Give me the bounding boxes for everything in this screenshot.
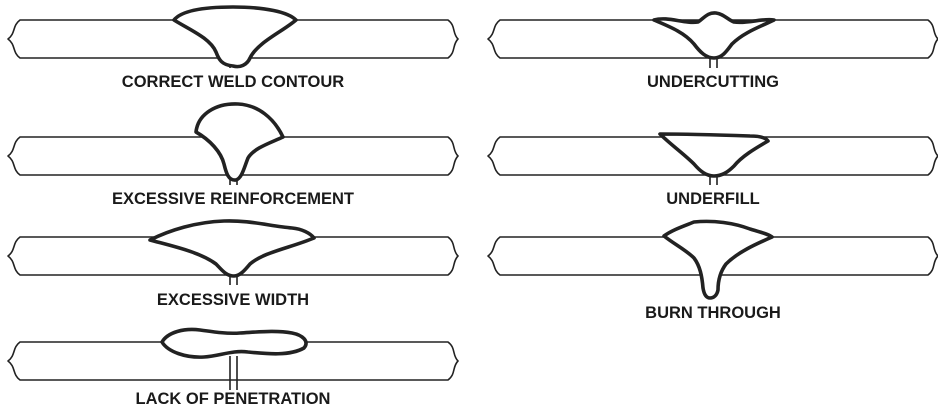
base-plates bbox=[7, 341, 459, 381]
weld-bead bbox=[194, 102, 285, 182]
panel-excessive-reinforcement: EXCESSIVE REINFORCEMENT bbox=[7, 102, 459, 208]
panel-label: BURN THROUGH bbox=[645, 304, 781, 322]
panel-undercutting: UNDERCUTTING bbox=[487, 11, 938, 91]
panel-lack-of-penetration: LACK OF PENETRATION bbox=[7, 327, 459, 408]
panel-label: UNDERFILL bbox=[666, 190, 760, 208]
panel-label: LACK OF PENETRATION bbox=[136, 390, 331, 408]
panel-excessive-width: EXCESSIVE WIDTH bbox=[7, 219, 459, 309]
panel-label: EXCESSIVE REINFORCEMENT bbox=[112, 190, 354, 208]
weld-bead bbox=[658, 132, 770, 178]
weld-bead bbox=[160, 327, 308, 359]
weld-bead bbox=[652, 11, 776, 60]
panel-label: EXCESSIVE WIDTH bbox=[157, 291, 309, 309]
weld-bead bbox=[148, 219, 316, 278]
weld-bead bbox=[172, 5, 298, 69]
panel-underfill: UNDERFILL bbox=[487, 132, 938, 208]
weld-bead bbox=[662, 219, 774, 300]
panel-label: UNDERCUTTING bbox=[647, 73, 779, 91]
panel-label: CORRECT WELD CONTOUR bbox=[122, 73, 345, 91]
panel-burn-through: BURN THROUGH bbox=[487, 219, 938, 322]
panel-correct-weld-contour: CORRECT WELD CONTOUR bbox=[7, 5, 459, 91]
